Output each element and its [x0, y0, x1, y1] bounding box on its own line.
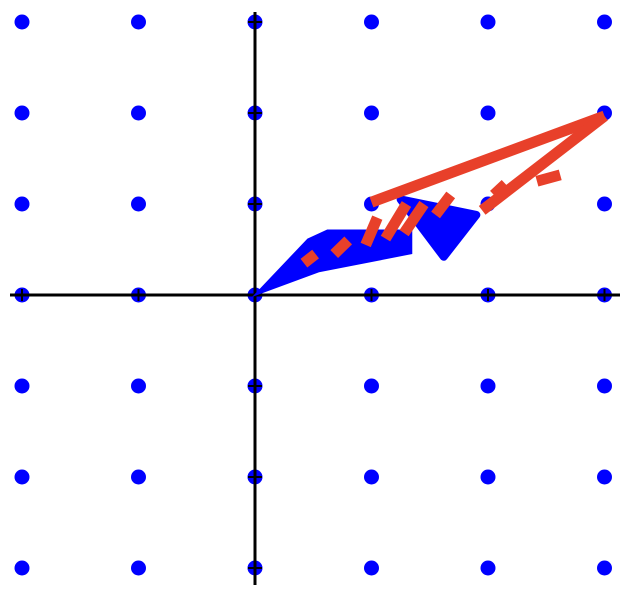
- lattice-dot: [364, 560, 379, 576]
- lattice-dot: [131, 378, 146, 394]
- red-rung: [431, 191, 456, 219]
- lattice-dot: [597, 378, 612, 394]
- red-rung: [399, 200, 429, 237]
- red-rung: [490, 179, 510, 199]
- red-vector-figure: [300, 110, 608, 268]
- lattice-dot: [131, 469, 146, 485]
- blue-arrow-shaft: [252, 229, 413, 297]
- red-upper-edge: [369, 110, 607, 208]
- lattice-dot: [480, 469, 496, 485]
- lattice-dot: [131, 560, 146, 576]
- lattice-dot: [364, 378, 379, 394]
- lattice-dot: [364, 14, 379, 30]
- lattice-dot: [14, 196, 30, 212]
- lattice-dot: [131, 105, 146, 121]
- lattice-dot: [597, 14, 612, 30]
- lattice-dot: [14, 105, 30, 121]
- lattice-dot: [14, 14, 30, 30]
- lattice-dot: [131, 196, 146, 212]
- lattice-dot: [480, 378, 496, 394]
- red-rung: [330, 236, 353, 258]
- lattice-dot: [480, 14, 496, 30]
- red-rung: [535, 169, 562, 187]
- lattice-dot: [364, 469, 379, 485]
- lattice-dot: [480, 560, 496, 576]
- lattice-dots: [14, 14, 612, 576]
- lattice-dot: [597, 469, 612, 485]
- lattice-dot: [597, 196, 612, 212]
- lattice-dot: [14, 378, 30, 394]
- lattice-dot: [14, 560, 30, 576]
- coordinate-axes: [10, 12, 620, 585]
- lattice-dot: [364, 105, 379, 121]
- lattice-dot: [14, 469, 30, 485]
- red-rung: [360, 215, 383, 248]
- lattice-dot: [131, 14, 146, 30]
- red-lower-edge: [478, 111, 608, 215]
- lattice-dot: [597, 560, 612, 576]
- lattice-dot: [480, 105, 496, 121]
- red-rung: [300, 249, 319, 268]
- red-rung: [380, 201, 412, 242]
